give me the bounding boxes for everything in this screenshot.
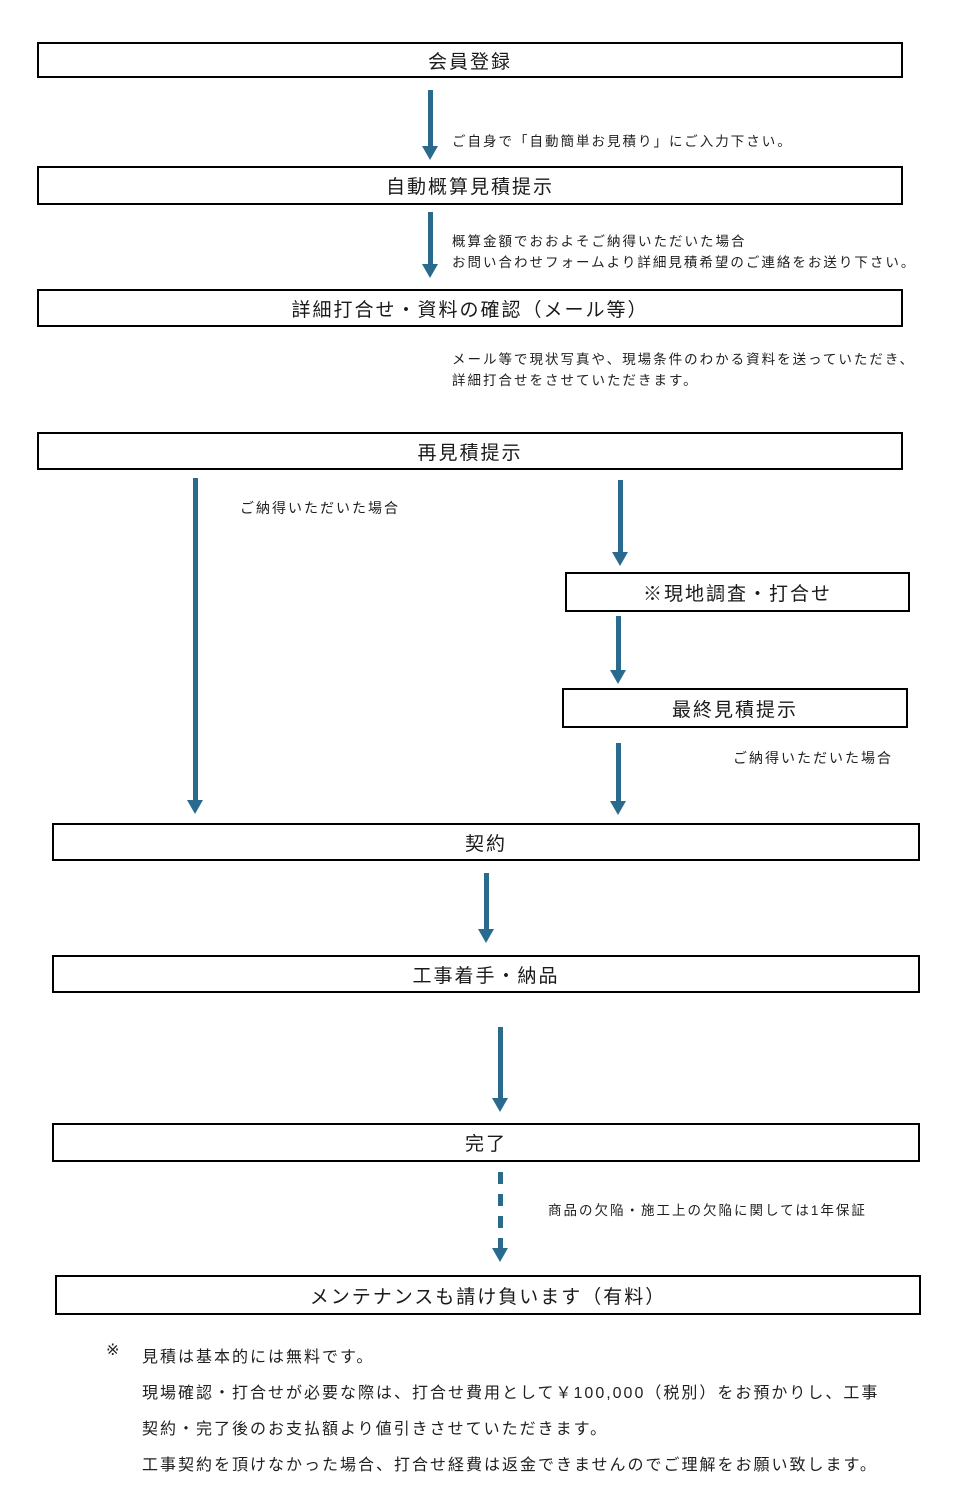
arrow-head-icon	[422, 146, 438, 160]
arrow-final-estimate-to-contract	[610, 743, 626, 815]
arrow-re-estimate-to-contract	[187, 478, 203, 814]
arrow-shaft	[192, 478, 198, 800]
annotation-right-branch-agreed: ご納得いただいた場合	[733, 750, 893, 766]
flow-box-completion: 完了	[52, 1123, 920, 1162]
flow-box-construction-delivery: 工事着手・納品	[52, 955, 920, 993]
arrow-head-icon	[187, 800, 203, 814]
flow-box-maintenance: メンテナンスも請け負います（有料）	[55, 1275, 921, 1315]
footnote-line-4: 工事契約を頂けなかった場合、打合せ経費は返金できませんのでご理解をお願い致します…	[142, 1457, 878, 1474]
annotation-after-auto-estimate: 概算金額でおおよそご納得いただいた場合 お問い合わせフォームより詳細見積希望のご…	[452, 234, 917, 270]
arrow-shaft	[427, 90, 433, 146]
footnote-block: 見積は基本的には無料です。 現場確認・打合せが必要な際は、打合せ費用として￥10…	[142, 1340, 879, 1484]
arrow-re-estimate-to-site-survey	[612, 480, 628, 566]
footnote-line-3: 契約・完了後のお支払額より値引きさせていただきます。	[142, 1421, 609, 1438]
arrow-shaft	[483, 873, 489, 929]
arrow-head-icon	[610, 801, 626, 815]
flow-box-detail-meeting: 詳細打合せ・資料の確認（メール等）	[37, 289, 903, 327]
arrow-shaft	[617, 480, 623, 552]
arrow-head-icon	[610, 670, 626, 684]
arrow-contract-to-construction	[478, 873, 494, 943]
annotation-after-detail-meeting: メール等で現状写真や、現場条件のわかる資料を送っていただき、 詳細打合せをさせて…	[452, 352, 915, 388]
flow-box-final-estimate: 最終見積提示	[562, 688, 908, 728]
flow-box-auto-estimate: 自動概算見積提示	[37, 166, 903, 205]
flow-box-re-estimate: 再見積提示	[37, 432, 903, 470]
arrow-head-icon	[492, 1248, 508, 1262]
arrow-registration-to-auto-estimate	[422, 90, 438, 160]
annotation-after-registration: ご自身で「自動簡単お見積り」にご入力下さい。	[452, 134, 793, 149]
arrow-head-icon	[422, 264, 438, 278]
flow-box-contract: 契約	[52, 823, 920, 861]
arrow-shaft	[427, 212, 433, 264]
flow-box-site-survey: ※現地調査・打合せ	[565, 572, 910, 612]
arrow-shaft-dashed	[497, 1172, 503, 1248]
arrow-site-survey-to-final-estimate	[610, 616, 626, 684]
footnote-line-1: 見積は基本的には無料です。	[142, 1349, 375, 1366]
arrow-auto-estimate-to-detail-meeting	[422, 212, 438, 278]
arrow-head-icon	[492, 1098, 508, 1112]
flow-box-member-registration: 会員登録	[37, 42, 903, 78]
footnote-line-2: 現場確認・打合せが必要な際は、打合せ費用として￥100,000（税別）をお預かり…	[142, 1385, 880, 1402]
arrow-head-icon	[478, 929, 494, 943]
annotation-warranty: 商品の欠陥・施工上の欠陥に関しては1年保証	[548, 1203, 867, 1218]
arrow-shaft	[615, 743, 621, 801]
arrow-construction-to-completion	[492, 1027, 508, 1112]
footnote-mark: ※	[106, 1342, 122, 1359]
arrow-completion-to-maintenance-dashed	[492, 1172, 508, 1262]
arrow-head-icon	[612, 552, 628, 566]
annotation-left-branch-agreed: ご納得いただいた場合	[240, 500, 400, 516]
arrow-shaft	[497, 1027, 503, 1098]
arrow-shaft	[615, 616, 621, 670]
